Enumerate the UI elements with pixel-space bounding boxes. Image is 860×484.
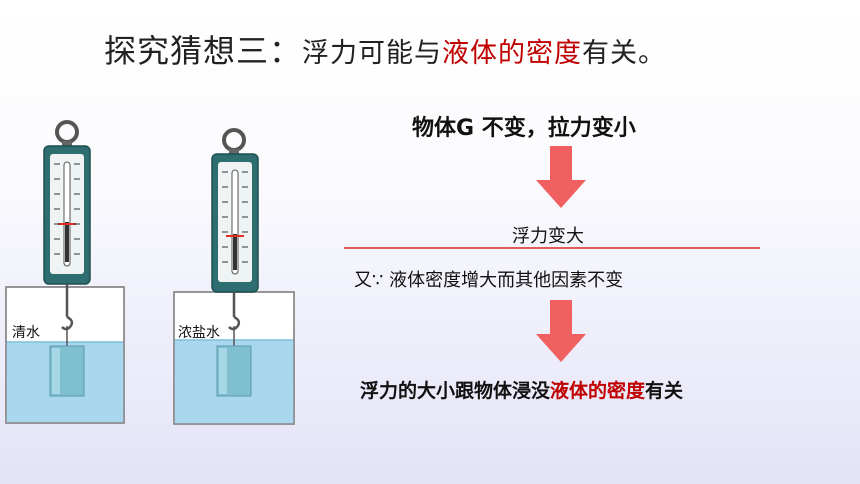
conclusion: 浮力的大小跟物体浸没液体的密度有关 xyxy=(360,376,683,403)
beaker-label-brine: 浓盐水 xyxy=(178,325,220,341)
reasoning-line-3: 又∵ 液体密度增大而其他因素不变 xyxy=(354,270,624,291)
spring-scale-brine-apparatus xyxy=(173,128,295,425)
arrow-down-icon xyxy=(536,146,586,208)
reasoning-line-1: 物体G 不变，拉力变小 xyxy=(412,116,636,141)
reasoning-line-2: 浮力变大 xyxy=(512,226,584,247)
title-prefix: 探究猜想三： xyxy=(104,32,303,70)
title-suffix: 有关。 xyxy=(582,38,667,69)
arrow-down-icon xyxy=(536,300,586,362)
conclusion-suffix: 有关 xyxy=(645,380,684,402)
conclusion-normal: 浮力的大小跟物体浸没 xyxy=(360,380,551,402)
spring-scale-water-apparatus xyxy=(5,120,125,424)
title-highlight: 液体的密度 xyxy=(442,38,583,69)
page-title: 探究猜想三：浮力可能与液体的密度有关。 xyxy=(104,26,666,72)
title-normal: 浮力可能与 xyxy=(302,38,443,69)
divider-line xyxy=(344,247,760,249)
beaker-label-water: 清水 xyxy=(12,325,40,341)
conclusion-highlight: 液体的密度 xyxy=(550,380,646,402)
